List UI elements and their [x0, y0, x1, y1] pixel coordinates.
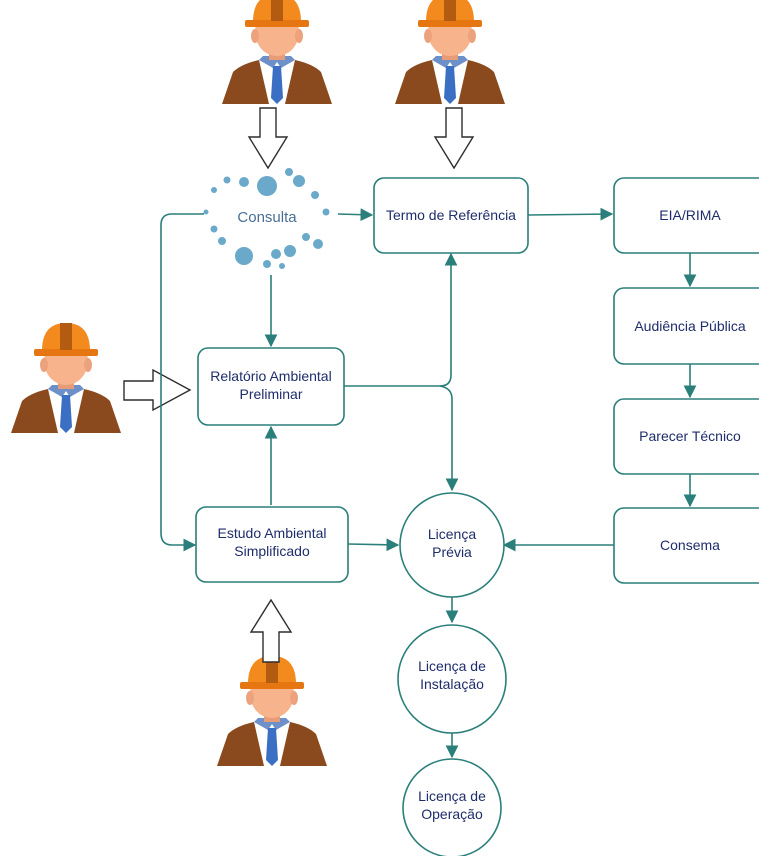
edge-relatorio-previa — [439, 385, 459, 492]
node-audiencia-publica: Audiência Pública — [613, 287, 759, 365]
worker-icon — [11, 323, 121, 433]
hollow-arrow-down-icon — [247, 107, 289, 170]
consulta-label: Consulta — [237, 209, 297, 226]
node-operacao-label-line2: Operação — [421, 806, 483, 822]
edge-relatorio-termo — [344, 252, 458, 387]
node-estudo-ambiental-simplificado: Estudo Ambiental Simplificado — [195, 506, 349, 583]
node-consema: Consema — [613, 507, 759, 584]
edge-consulta-termo — [337, 208, 374, 222]
node-previa-label-line2: Prévia — [432, 544, 472, 560]
node-licenca-previa: Licença Prévia — [399, 492, 505, 598]
node-instalacao-label-line2: Instalação — [420, 676, 484, 692]
edge-termo-eia — [527, 207, 614, 221]
node-licenca-de-operacao: Licença de Operação — [402, 758, 502, 856]
edge-consulta-estudo — [160, 213, 204, 552]
node-relatorio-label-line2: Preliminar — [239, 386, 302, 402]
node-previa-label-line1: Licença — [428, 526, 476, 542]
node-instalacao-label-line1: Licença de — [418, 658, 486, 674]
node-relatorio-label-line1: Relatório Ambiental — [210, 368, 331, 384]
node-termo-de-referencia: Termo de Referência — [373, 177, 529, 254]
node-operacao-label-line1: Licença de — [418, 788, 486, 804]
node-termo-label: Termo de Referência — [386, 207, 516, 223]
worker-icon — [217, 656, 327, 766]
hollow-arrow-right-icon — [123, 368, 192, 412]
hollow-arrow-down-icon — [433, 107, 475, 170]
node-parecer-label: Parecer Técnico — [639, 428, 741, 444]
node-consema-label: Consema — [660, 537, 720, 553]
node-audiencia-label: Audiência Pública — [634, 318, 746, 334]
node-estudo-label-line1: Estudo Ambiental — [218, 525, 327, 541]
worker-icon — [395, 0, 505, 104]
hollow-arrow-up-icon — [249, 598, 293, 663]
edges — [160, 207, 697, 759]
worker-icon — [222, 0, 332, 104]
edge-estudo-previa — [347, 538, 400, 552]
node-eia-label: EIA/RIMA — [659, 207, 721, 223]
node-eia-rima: EIA/RIMA — [613, 177, 759, 254]
node-relatorio-ambiental-preliminar: Relatório Ambiental Preliminar — [197, 347, 345, 426]
node-licenca-de-instalacao: Licença de Instalação — [397, 624, 507, 734]
node-estudo-label-line2: Simplificado — [234, 543, 310, 559]
node-parecer-tecnico: Parecer Técnico — [613, 398, 759, 475]
consulta-dot-ring — [203, 168, 330, 269]
